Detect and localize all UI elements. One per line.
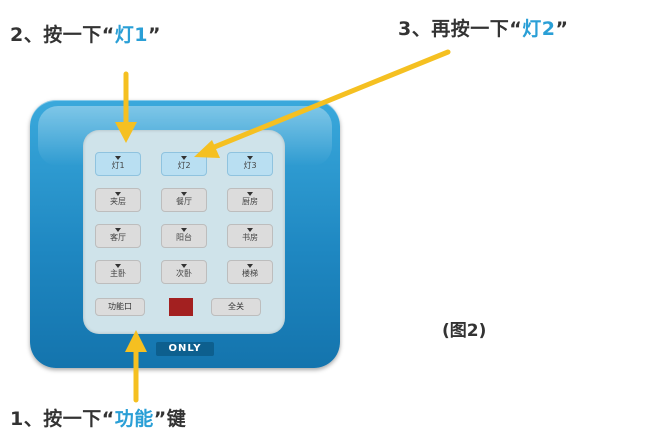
triangle-icon [181,228,187,232]
key-label: 夹层 [110,197,126,206]
triangle-icon [181,192,187,196]
key-mezzanine[interactable]: 夹层 [95,188,141,212]
brand-logo: ONLY [156,342,214,356]
triangle-icon [115,228,121,232]
step3-suffix: ” [555,18,569,40]
step1-prefix: 1、按一下“ [10,408,115,430]
all-off-key[interactable]: 全关 [211,298,261,316]
step2-caption: 2、按一下“灯1” [10,20,161,47]
key-living-room[interactable]: 客厅 [95,224,141,248]
key-kitchen[interactable]: 厨房 [227,188,273,212]
key-label: 书房 [242,233,258,242]
triangle-icon [181,264,187,268]
key-panel: 灯1 灯2 灯3 夹层 餐厅 厨房 客厅 阳台 [83,130,285,334]
step3-caption: 3、再按一下“灯2” [398,14,568,41]
triangle-icon [247,192,253,196]
key-stairs[interactable]: 楼梯 [227,260,273,284]
step3-key-name: 灯2 [522,18,556,40]
figure-label: (图2) [442,321,487,341]
indicator-light [169,298,193,316]
key-light-1[interactable]: 灯1 [95,152,141,176]
key-label: 厨房 [242,197,258,206]
key-master-bedroom[interactable]: 主卧 [95,260,141,284]
step1-caption: 1、按一下“功能”键 [10,404,186,431]
triangle-icon [247,264,253,268]
arrow-to-function-key [125,330,147,403]
arrow-to-light-1 [115,71,137,143]
key-label: 灯1 [111,161,125,170]
triangle-icon [115,156,121,160]
step1-key-name: 功能 [114,408,154,430]
key-label: 阳台 [176,233,192,242]
switch-panel-device: 灯1 灯2 灯3 夹层 餐厅 厨房 客厅 阳台 [30,100,340,368]
triangle-icon [247,156,253,160]
triangle-icon [181,156,187,160]
step1-suffix: ”键 [153,408,187,430]
triangle-icon [247,228,253,232]
key-balcony[interactable]: 阳台 [161,224,207,248]
key-study[interactable]: 书房 [227,224,273,248]
key-label: 楼梯 [242,269,258,278]
step2-key-name: 灯1 [114,24,148,46]
triangle-icon [115,192,121,196]
key-second-bedroom[interactable]: 次卧 [161,260,207,284]
triangle-icon [115,264,121,268]
step2-prefix: 2、按一下“ [10,24,115,46]
key-dining[interactable]: 餐厅 [161,188,207,212]
key-label: 灯3 [243,161,257,170]
key-light-3[interactable]: 灯3 [227,152,273,176]
step3-prefix: 3、再按一下“ [398,18,523,40]
key-label: 次卧 [176,269,192,278]
key-label: 餐厅 [176,197,192,206]
step2-suffix: ” [147,24,161,46]
function-key[interactable]: 功能口 [95,298,145,316]
key-label: 灯2 [177,161,191,170]
key-label: 主卧 [110,269,126,278]
key-label: 客厅 [110,233,126,242]
arrow-to-light-2 [194,49,451,158]
